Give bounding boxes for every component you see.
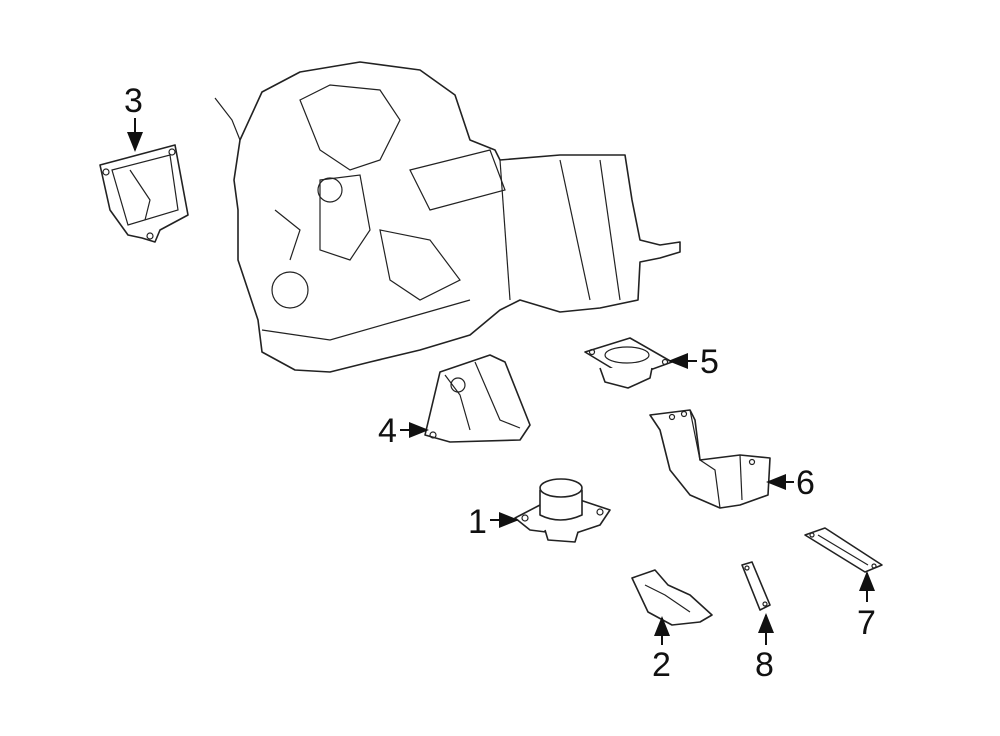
callout-7: 7	[857, 571, 876, 642]
callout-6: 6	[766, 464, 815, 502]
callout-3: 3	[124, 82, 143, 152]
callout-label-5: 5	[700, 343, 719, 381]
callout-2: 2	[652, 616, 671, 684]
part-7-plate	[804, 527, 883, 573]
callout-label-6: 6	[796, 464, 815, 502]
part-8-strap	[741, 561, 771, 611]
callout-label-3: 3	[124, 82, 143, 120]
part-3-mount-bracket	[99, 144, 189, 243]
callout-label-4: 4	[378, 412, 397, 450]
engine-transmission-assembly	[214, 61, 681, 373]
callout-label-1: 1	[468, 503, 487, 541]
part-4-mount-bracket	[424, 354, 531, 443]
callout-5: 5	[668, 343, 719, 381]
part-6-crossmember-bracket	[649, 409, 771, 509]
part-5-transmission-mount	[584, 337, 673, 389]
callout-8: 8	[755, 613, 774, 684]
callout-4: 4	[378, 412, 429, 450]
callout-label-8: 8	[755, 646, 774, 684]
callout-label-2: 2	[652, 646, 671, 684]
part-2-heat-shield	[631, 569, 713, 626]
part-1-engine-mount	[514, 478, 611, 543]
callout-label-7: 7	[857, 604, 876, 642]
callout-1: 1	[468, 503, 519, 541]
